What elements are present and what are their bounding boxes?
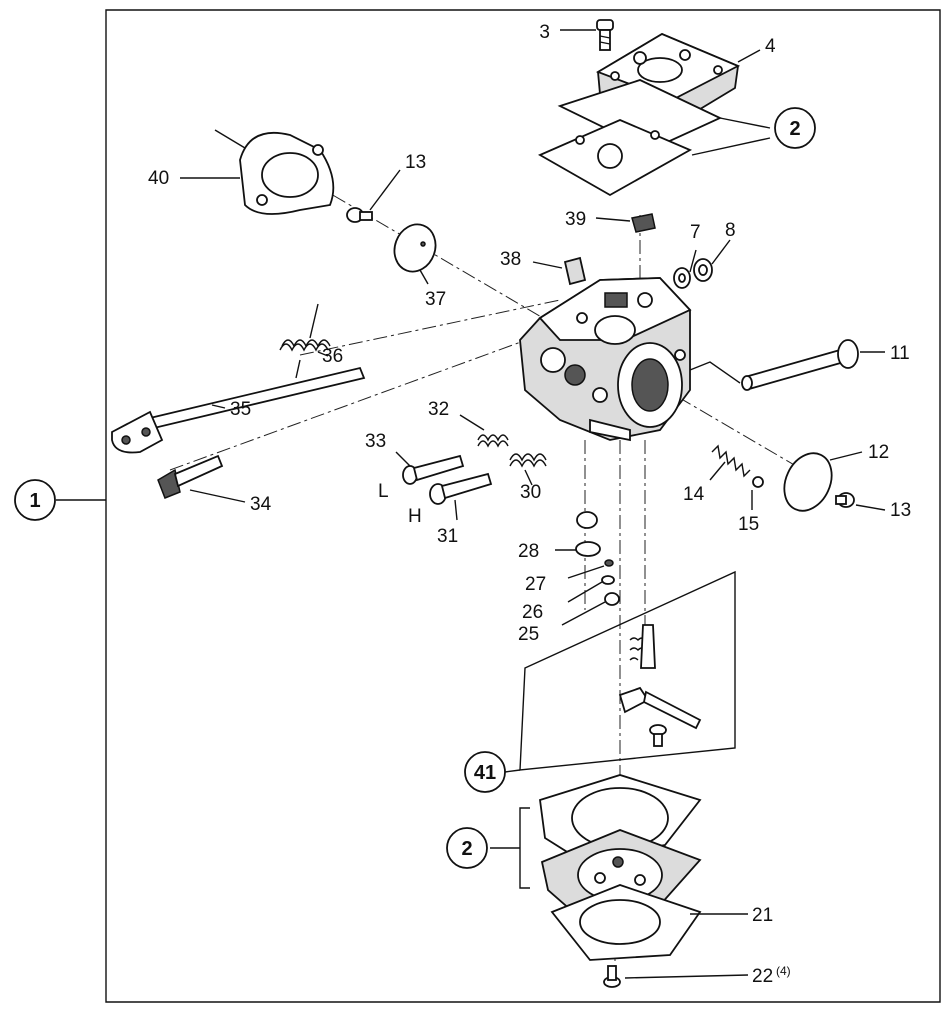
label-11: 11 bbox=[890, 343, 910, 364]
part-22-screw bbox=[603, 965, 621, 988]
upper-gasket-set bbox=[537, 79, 723, 197]
part-11-throttle-shaft bbox=[741, 339, 859, 391]
part-37-choke-plate bbox=[393, 223, 437, 273]
part-30-spring bbox=[509, 453, 547, 468]
part-34-stop-screw bbox=[157, 454, 224, 499]
part-13-screw-top bbox=[346, 207, 373, 223]
kit-bracket-frame bbox=[105, 9, 941, 1003]
label-22: 22 bbox=[752, 966, 773, 987]
label-36: 36 bbox=[322, 346, 343, 367]
label-screw-H: H bbox=[408, 506, 422, 527]
callout-2-top: 2 bbox=[774, 107, 816, 149]
label-27: 27 bbox=[525, 574, 546, 595]
label-3: 3 bbox=[539, 22, 550, 43]
metering-kit-parts bbox=[618, 624, 702, 747]
part-7-washer bbox=[673, 267, 691, 289]
part-33-idle-needle-L bbox=[402, 454, 465, 485]
part-8-washer bbox=[693, 258, 713, 282]
part-12-throttle-plate bbox=[783, 452, 833, 512]
label-12: 12 bbox=[868, 442, 889, 463]
label-15: 15 bbox=[738, 514, 759, 535]
part-13-screw-right bbox=[835, 492, 855, 508]
lower-gasket-bracket bbox=[490, 807, 530, 889]
label-40: 40 bbox=[148, 168, 169, 189]
label-14: 14 bbox=[683, 484, 705, 505]
label-26: 26 bbox=[522, 602, 543, 623]
label-22-quantity: (4) bbox=[776, 964, 791, 978]
label-13-top: 13 bbox=[405, 152, 426, 173]
screw-axis-lower bbox=[169, 334, 541, 471]
label-30: 30 bbox=[520, 482, 541, 503]
label-34: 34 bbox=[250, 494, 272, 515]
label-25: 25 bbox=[518, 624, 539, 645]
svg-text:41: 41 bbox=[474, 762, 496, 784]
callout-1: 1 bbox=[14, 479, 56, 521]
part-39-filter-screen bbox=[631, 213, 656, 233]
callout-2-bottom: 2 bbox=[446, 827, 488, 869]
label-28: 28 bbox=[518, 541, 539, 562]
label-35: 35 bbox=[230, 399, 251, 420]
part-21-metering-cover bbox=[550, 884, 702, 961]
part-3-screw bbox=[596, 19, 614, 51]
part-36-return-spring bbox=[279, 303, 331, 379]
svg-text:1: 1 bbox=[29, 490, 40, 512]
label-8: 8 bbox=[725, 220, 736, 241]
label-4: 4 bbox=[765, 36, 776, 57]
label-13-right: 13 bbox=[890, 500, 911, 521]
part-38-clip bbox=[563, 256, 587, 286]
label-7: 7 bbox=[690, 222, 701, 243]
callout-41: 41 bbox=[464, 751, 506, 793]
shaft-leader bbox=[689, 361, 741, 384]
lower-gasket-set bbox=[539, 774, 702, 919]
label-32: 32 bbox=[428, 399, 449, 420]
part-14-spring bbox=[711, 444, 751, 478]
metering-kit-box bbox=[519, 570, 736, 771]
svg-text:2: 2 bbox=[789, 118, 800, 140]
label-31: 31 bbox=[437, 526, 458, 547]
label-33: 33 bbox=[365, 431, 386, 452]
label-37: 37 bbox=[425, 289, 446, 310]
svg-text:2: 2 bbox=[461, 838, 472, 860]
label-21: 21 bbox=[752, 905, 773, 926]
label-38: 38 bbox=[500, 249, 521, 270]
label-39: 39 bbox=[565, 209, 586, 230]
part-26-washer bbox=[601, 575, 615, 585]
part-32-spring bbox=[477, 434, 509, 448]
part-15-ball bbox=[752, 476, 764, 488]
part-25-seat bbox=[604, 592, 620, 606]
part-27-ring bbox=[604, 559, 614, 567]
carburetor-body bbox=[519, 277, 692, 442]
part-35-throttle-lever bbox=[111, 366, 366, 454]
label-screw-L: L bbox=[378, 481, 389, 502]
shaft-axis bbox=[299, 299, 561, 356]
part-40-flange-gasket bbox=[239, 131, 335, 215]
part-28-check-valve bbox=[575, 511, 601, 557]
part-31-main-needle-H bbox=[429, 472, 493, 505]
